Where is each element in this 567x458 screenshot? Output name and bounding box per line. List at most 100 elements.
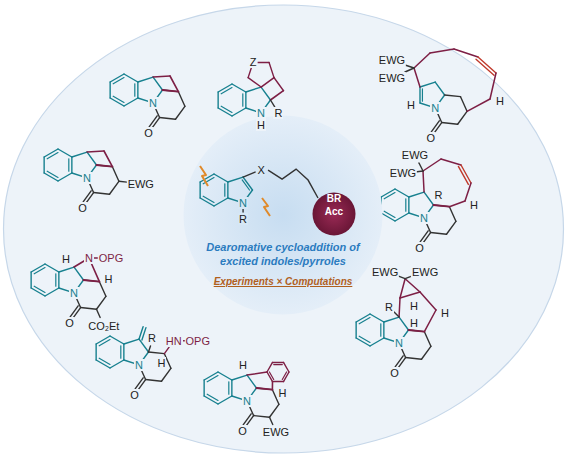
bond — [430, 49, 454, 53]
bond — [83, 280, 99, 282]
atom-label: EWG — [378, 72, 406, 84]
bond — [384, 193, 395, 199]
bond — [96, 336, 110, 344]
molecule-drawing — [44, 149, 127, 204]
bond — [96, 360, 110, 368]
bond — [370, 314, 384, 322]
bond — [59, 267, 74, 272]
bond — [199, 182, 200, 198]
bond — [44, 173, 58, 181]
bond — [146, 380, 162, 382]
bond — [423, 171, 424, 192]
bond — [110, 74, 124, 82]
bond — [34, 268, 45, 274]
bond — [138, 77, 153, 82]
bond — [74, 267, 83, 280]
bond — [359, 318, 370, 324]
atom-label: O — [129, 389, 140, 401]
bond — [221, 106, 232, 112]
bond — [104, 151, 112, 167]
atom-label: O — [143, 127, 154, 139]
bond — [458, 166, 468, 184]
bond — [256, 388, 272, 390]
bond — [31, 264, 45, 272]
bond — [381, 213, 395, 221]
bond — [148, 352, 164, 354]
bond — [408, 330, 424, 332]
bond — [419, 163, 423, 171]
bond — [274, 78, 283, 91]
bond — [422, 89, 423, 101]
bond — [269, 372, 273, 379]
bond — [203, 380, 204, 396]
bond — [273, 362, 284, 363]
bond — [405, 199, 406, 211]
bond — [424, 332, 431, 347]
bond — [160, 118, 176, 120]
bond — [228, 177, 243, 182]
atom-label: EWG — [389, 167, 417, 179]
bond — [96, 296, 105, 309]
atom-label: H — [409, 300, 419, 312]
bond — [87, 152, 96, 165]
bond — [232, 375, 247, 380]
bond — [218, 372, 232, 380]
bond — [420, 82, 435, 87]
bond — [58, 272, 59, 288]
bond — [95, 344, 96, 360]
bond — [449, 207, 456, 222]
bond — [400, 292, 420, 298]
tether — [268, 169, 318, 198]
bond — [356, 338, 370, 346]
bond — [228, 382, 229, 394]
bond — [58, 173, 72, 181]
molecule-drawing — [381, 159, 471, 244]
bond — [30, 272, 31, 288]
bond — [414, 53, 430, 68]
bond — [170, 76, 178, 92]
bond — [399, 317, 408, 330]
atom-label: N — [84, 252, 94, 264]
molecule-drawing — [356, 276, 436, 369]
bond — [380, 324, 381, 336]
bond — [408, 330, 424, 332]
bond — [113, 78, 124, 84]
bond — [435, 82, 444, 95]
bond — [70, 306, 78, 317]
molecule-drawing — [31, 258, 106, 319]
bond — [243, 172, 255, 177]
bond — [96, 165, 112, 167]
bond — [247, 372, 267, 375]
bond — [370, 338, 384, 346]
bond — [405, 65, 414, 68]
bond — [110, 360, 124, 368]
bond — [254, 416, 270, 418]
atom-label: R — [273, 107, 283, 119]
bond — [232, 84, 246, 92]
bond — [383, 322, 384, 338]
bond — [99, 340, 110, 346]
bond — [431, 233, 447, 235]
atom-label: N — [394, 337, 404, 349]
bond — [110, 336, 124, 344]
bond — [218, 108, 232, 116]
atom-label: N — [419, 212, 429, 224]
molecule-drawing — [405, 49, 496, 134]
atom-label: N — [242, 395, 252, 407]
atom-label: O — [64, 317, 75, 329]
bond — [44, 149, 58, 157]
bond — [124, 98, 138, 106]
bond — [55, 274, 56, 286]
bond — [395, 213, 409, 221]
bond — [405, 68, 414, 72]
bond — [442, 123, 458, 125]
bond — [123, 344, 124, 360]
bond — [421, 346, 430, 359]
bond — [162, 90, 178, 92]
atom-label: EWG — [371, 266, 399, 278]
acceptor-text: BR Acc — [320, 192, 348, 218]
bond — [355, 322, 356, 338]
bond — [433, 205, 449, 207]
atom-label: R — [238, 213, 248, 225]
bond — [273, 381, 284, 382]
